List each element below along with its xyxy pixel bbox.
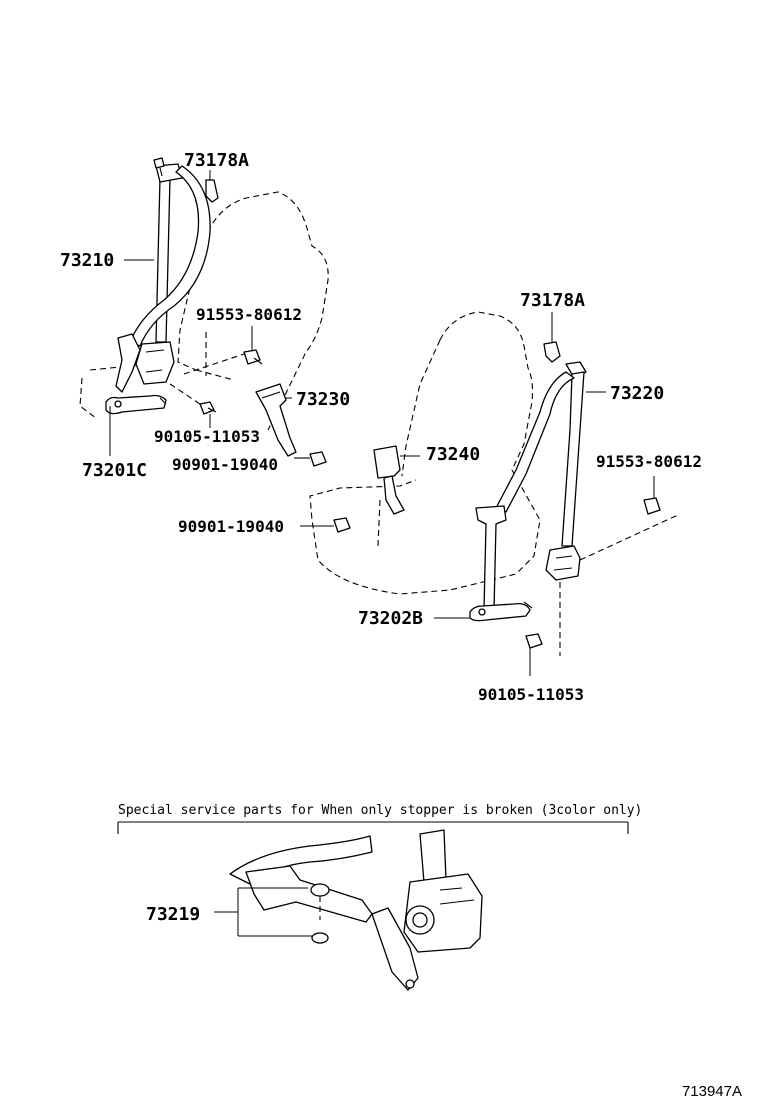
label-90105-left: 90105-11053 [154, 427, 260, 446]
bolt-90105-left [199, 401, 217, 415]
leader-lines [109, 259, 606, 619]
right-seat-outline [309, 311, 541, 595]
right-belt-assembly-73220 [475, 361, 587, 611]
clip-73178a-left [205, 170, 219, 203]
label-73201c: 73201C [82, 460, 147, 481]
service-note-bracket [117, 821, 629, 834]
leader-73219 [214, 887, 312, 937]
right-connection-lines [559, 513, 681, 656]
label-91553-right: 91553-80612 [596, 452, 702, 471]
label-91553-left: 91553-80612 [196, 305, 302, 324]
bolt-91553-left [243, 349, 263, 365]
label-90901-mid: 90901-19040 [178, 517, 284, 536]
stopper-detail-view [229, 829, 483, 991]
left-belt-assembly-73210 [115, 157, 211, 393]
bolt-90901-left [294, 451, 327, 467]
label-73178a-left: 73178A [184, 150, 249, 171]
label-73220: 73220 [610, 383, 664, 404]
label-90901-left: 90901-19040 [172, 455, 278, 474]
label-73240: 73240 [426, 444, 480, 465]
label-90105-right: 90105-11053 [478, 685, 584, 704]
label-73202b: 73202B [358, 608, 423, 629]
bolt-91553-right [643, 476, 661, 515]
service-note-text: Special service parts for When only stop… [118, 803, 642, 818]
label-73178a-right: 73178A [520, 290, 585, 311]
label-73210: 73210 [60, 250, 114, 271]
left-connection-lines [169, 332, 245, 405]
bolt-90901-mid [333, 517, 351, 533]
buckle-73230 [255, 383, 297, 457]
label-73230: 73230 [296, 389, 350, 410]
bolt-90105-right [525, 633, 543, 676]
label-73219: 73219 [146, 904, 200, 925]
anchor-plate-73202b [469, 601, 533, 622]
anchor-plate-73201c [105, 394, 167, 415]
clip-73178a-right [543, 312, 561, 363]
buckle-73240 [373, 445, 420, 515]
figure-id: 713947A [682, 1083, 742, 1100]
